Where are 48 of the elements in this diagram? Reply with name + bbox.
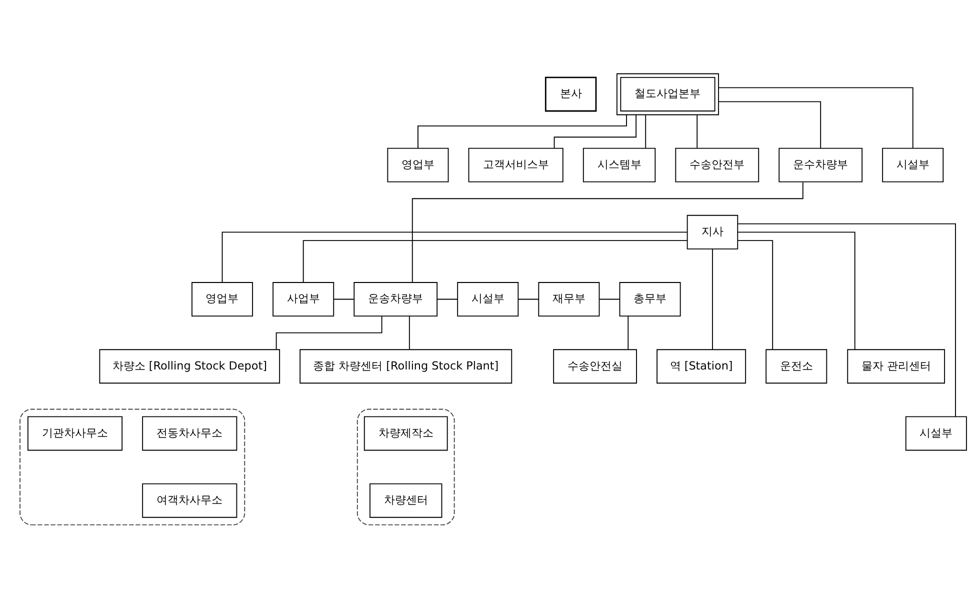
node-box: 본사	[544, 76, 597, 112]
node-box: 차량제작소	[364, 416, 448, 451]
connector	[276, 316, 382, 350]
node-box: 기관차사무소	[27, 416, 123, 451]
connector	[718, 101, 822, 149]
node-box: 철도사업본부	[616, 73, 719, 116]
node-box: 사업부	[272, 282, 334, 317]
node-box: 역 [Station]	[656, 349, 746, 384]
node-box: 운전소	[766, 349, 828, 384]
node-box: 지사	[686, 214, 738, 250]
connector	[738, 240, 774, 350]
connector	[737, 232, 856, 350]
connector	[718, 87, 914, 149]
node-box: 전동차사무소	[142, 416, 238, 451]
connector	[222, 232, 688, 283]
node-box: 수송안전부	[675, 148, 760, 182]
node-box: 총무부	[619, 282, 681, 317]
connector	[408, 316, 410, 350]
connector	[738, 223, 956, 418]
connector	[712, 248, 713, 350]
node-box: 영업부	[387, 148, 449, 182]
node-box: 수송안전실	[553, 349, 637, 384]
connector	[302, 240, 688, 283]
node-box: 시설부	[905, 416, 967, 451]
node-box: 차량소 [Rolling Stock Depot]	[99, 349, 280, 384]
connector	[645, 114, 646, 148]
node-box: 여객차사무소	[142, 483, 238, 518]
node-box: 시스템부	[582, 148, 656, 182]
connector	[412, 182, 804, 283]
connector	[418, 114, 627, 149]
node-box: 물자 관리센터	[847, 349, 946, 384]
node-box: 시설부	[457, 282, 519, 317]
node-box: 차량센터	[370, 483, 442, 518]
node-box: 재무부	[538, 282, 600, 317]
cluster	[356, 408, 455, 526]
node-box: 운송차량부	[354, 282, 438, 317]
connector	[696, 114, 698, 148]
node-box: 고객서비스부	[468, 148, 564, 182]
node-box: 영업부	[192, 282, 253, 317]
connector	[599, 298, 620, 300]
connector	[333, 298, 354, 300]
connector	[436, 298, 458, 300]
connector	[518, 298, 539, 300]
cluster	[20, 408, 246, 526]
connector	[628, 316, 629, 350]
node-box: 운수차량부	[778, 148, 863, 182]
node-box: 종합 차량센터 [Rolling Stock Plant]	[300, 349, 512, 384]
node-box: 시설부	[882, 148, 944, 182]
